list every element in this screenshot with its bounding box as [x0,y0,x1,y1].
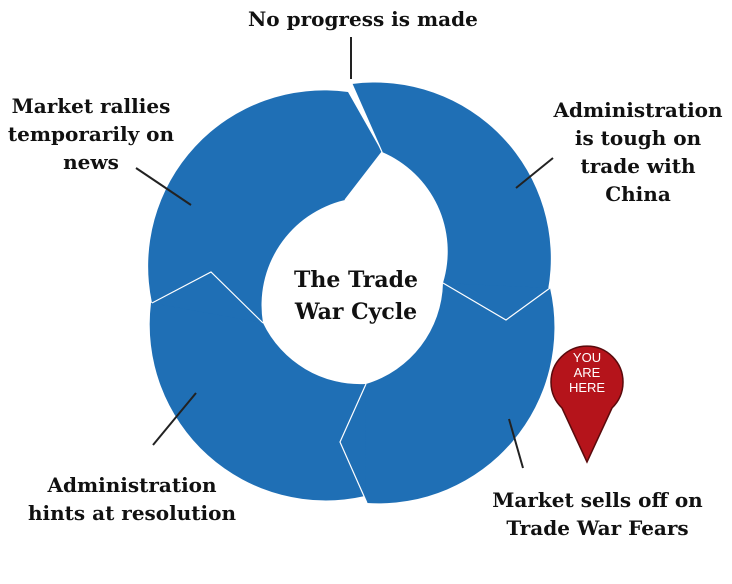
chevron-join-top [344,83,383,201]
stage-label-market-rallies: Market rallies temporarily on news [7,94,175,174]
ring-segment-bottom-right [340,283,555,504]
ring-segment-bottom-left [149,272,366,501]
leader-line-lower-right [508,418,524,469]
location-pin-icon [550,345,624,464]
chevron-join-right [442,282,551,321]
leader-line-upper-left [135,167,192,206]
diagram-title: The Trade War Cycle [293,267,419,325]
chevron-join-left [151,271,264,324]
ring-segment-top-right [352,82,551,320]
leader-line-lower-left [152,392,197,446]
stage-label-administration-hints: Administration hints at resolution [27,473,237,525]
stage-label-market-sells-off: Market sells off on Trade War Fears [492,488,703,540]
stage-label-administration-tough: Administration is tough on trade with Ch… [553,98,723,206]
chevron-join-bottom [339,383,368,504]
you-are-here-label: YOU ARE HERE [568,350,606,395]
leader-line-upper-right [515,157,554,189]
ring-segment-top-left [148,90,382,324]
stage-label-no-progress: No progress is made [248,7,478,31]
